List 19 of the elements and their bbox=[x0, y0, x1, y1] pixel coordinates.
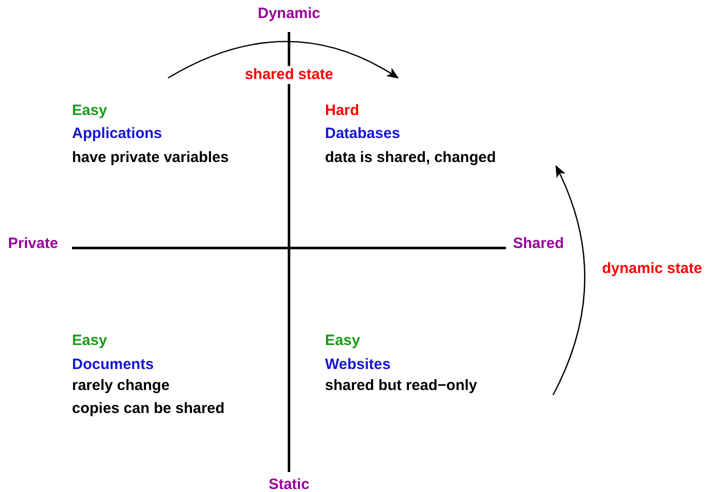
arrow-label: dynamic state bbox=[602, 260, 702, 278]
difficulty-label: Hard bbox=[325, 102, 360, 120]
quadrant-title: Databases bbox=[325, 125, 400, 143]
quadrant-title: Applications bbox=[72, 125, 162, 143]
quadrant-description: shared but read−only bbox=[325, 377, 478, 395]
axis-label: Static bbox=[268, 476, 310, 492]
quadrant-description: copies can be shared bbox=[72, 400, 225, 418]
quadrant-description: have private variables bbox=[72, 149, 229, 167]
quadrant-title: Websites bbox=[325, 356, 391, 374]
difficulty-label: Easy bbox=[72, 102, 108, 120]
axis-label: Private bbox=[8, 235, 58, 253]
arrow-label: shared state bbox=[242, 66, 336, 84]
difficulty-label: Easy bbox=[325, 332, 360, 350]
quadrant-description: rarely change bbox=[72, 377, 170, 395]
axis-label: Dynamic bbox=[258, 5, 320, 23]
difficulty-label: Easy bbox=[72, 332, 108, 350]
axis-label: Shared bbox=[513, 235, 564, 253]
quadrant-title: Documents bbox=[72, 356, 154, 374]
quadrant-description: data is shared, changed bbox=[325, 149, 496, 167]
